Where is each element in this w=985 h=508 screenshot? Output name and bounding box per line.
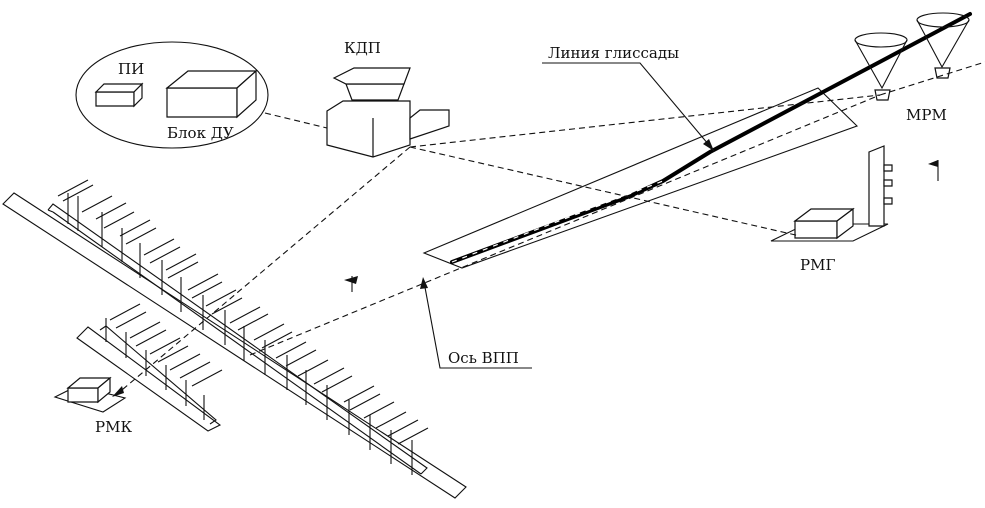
rmk-arrow bbox=[112, 386, 124, 397]
control-unit-ellipse-group: ПИ Блок ДУ bbox=[75, 41, 269, 149]
rmk-building bbox=[53, 376, 127, 413]
mrm-cones bbox=[854, 12, 970, 101]
connection-lines bbox=[115, 61, 985, 396]
kdp-building bbox=[326, 67, 450, 158]
runway-axis-leader bbox=[423, 281, 532, 369]
block-du-box bbox=[165, 69, 258, 119]
runway-strip bbox=[422, 87, 859, 269]
runway-axis-arrow bbox=[420, 277, 428, 289]
glide-line-label: Линия глиссады bbox=[548, 44, 679, 62]
runway-axis-label: Ось ВПП bbox=[448, 349, 519, 367]
pi-box bbox=[94, 82, 144, 108]
glide-path-dash-overlay bbox=[451, 180, 664, 263]
pi-label: ПИ bbox=[118, 60, 144, 78]
antenna-array-small bbox=[76, 303, 223, 432]
glide-line-leader bbox=[542, 62, 715, 152]
flag-icon bbox=[928, 160, 939, 181]
glide-path-line bbox=[450, 12, 972, 264]
glide-line-arrow bbox=[703, 139, 714, 151]
rmk-label: РМК bbox=[95, 418, 132, 436]
control-unit-ellipse bbox=[75, 41, 269, 149]
rmg-station bbox=[770, 145, 893, 242]
antenna-array-main bbox=[2, 179, 467, 499]
runway-flag-icon bbox=[344, 276, 358, 292]
kdp-label: КДП bbox=[344, 39, 381, 57]
rmg-label: РМГ bbox=[800, 256, 835, 274]
mrm-label: МРМ bbox=[906, 106, 947, 124]
block-du-label: Блок ДУ bbox=[167, 124, 234, 142]
